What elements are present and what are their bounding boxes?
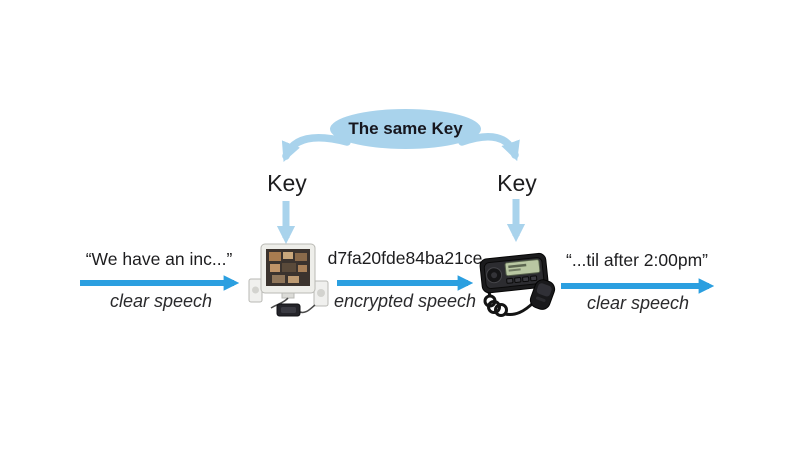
encrypted-speech-cipher-text: d7fa20fde84ba21ce: [327, 248, 483, 268]
clear-speech-label-right: clear speech: [586, 293, 690, 313]
radio-body: [479, 252, 549, 294]
radio-illustration: [479, 252, 556, 317]
same-key-curve-right-arrow: [458, 133, 520, 162]
computer-illustration: [248, 243, 329, 317]
encrypted-speech-label: encrypted speech: [333, 291, 477, 311]
same-key-bubble: The same Key: [330, 109, 481, 149]
clear-speech-label-left: clear speech: [109, 291, 213, 311]
same-key-curve-left-arrow: [281, 134, 351, 163]
computer-speaker-right: [313, 280, 329, 307]
clear-speech-quote-right: “...til after 2:00pm”: [566, 250, 708, 270]
key-label-right: Key: [497, 170, 537, 196]
computer-speaker-left: [248, 278, 263, 303]
same-key-bubble-label: The same Key: [348, 119, 463, 138]
computer-subwoofer: [270, 297, 316, 317]
radio-microphone: [529, 279, 556, 310]
key-label-left: Key: [267, 170, 307, 196]
computer-monitor: [260, 243, 316, 299]
clear-speech-quote-left: “We have an inc...”: [85, 249, 233, 269]
